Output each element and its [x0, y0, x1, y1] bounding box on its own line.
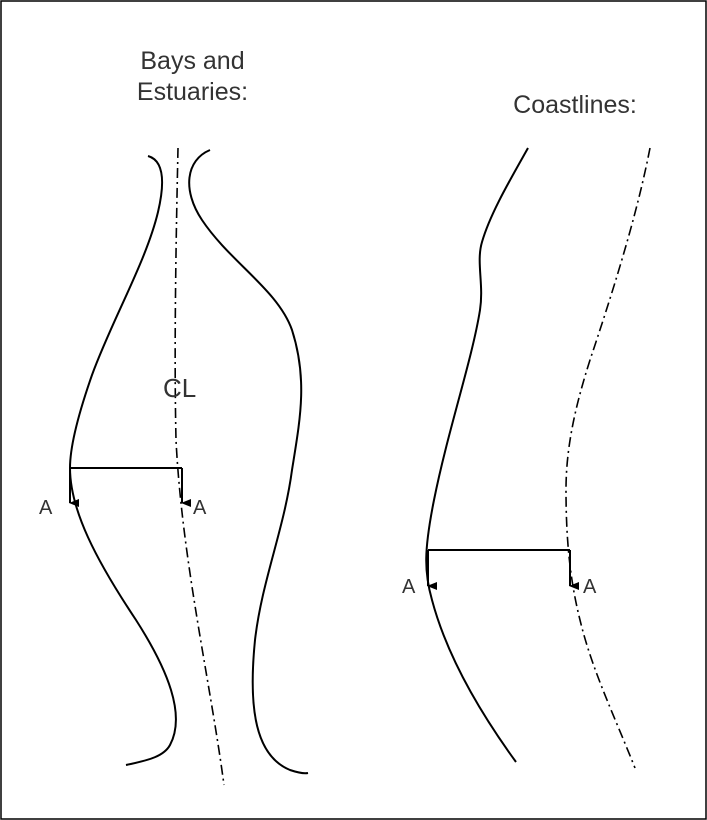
bays-title-line1: Bays and: [140, 47, 245, 75]
coast-shoreline: [425, 147, 529, 763]
bays-title-line2: Estuaries:: [136, 78, 249, 106]
coastlines-title: Coastlines:: [513, 91, 637, 119]
bays-title: Bays and Estuaries:: [105, 49, 280, 111]
coast-offshore-line: [565, 147, 651, 769]
bay-section-label-left: A: [39, 497, 53, 519]
bay-left-shore: [68, 155, 177, 766]
centerline-symbol-text: CL: [163, 373, 197, 403]
bay-right-shore: [188, 149, 309, 775]
bay-centerline: [174, 147, 225, 786]
coast-section-label-right: A: [583, 576, 597, 598]
bay-section-label-right: A: [193, 497, 207, 519]
centerline-symbol: CL: [163, 375, 196, 401]
coast-section-label-left: A: [402, 576, 416, 598]
